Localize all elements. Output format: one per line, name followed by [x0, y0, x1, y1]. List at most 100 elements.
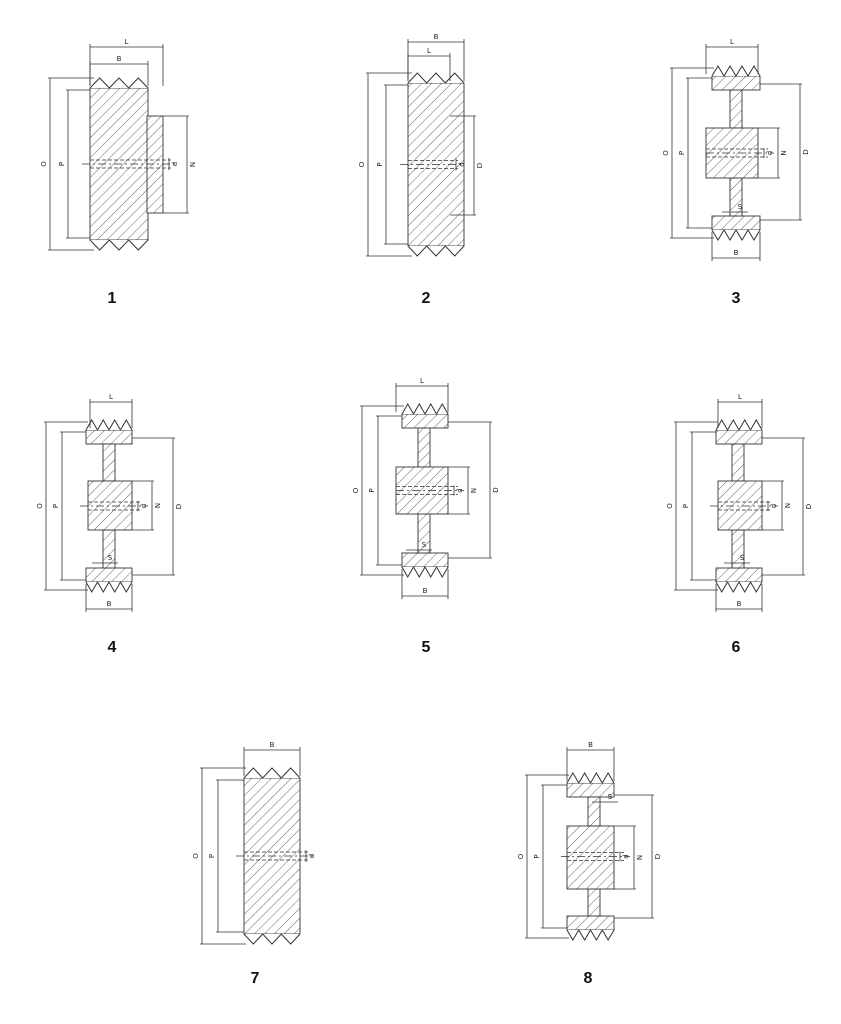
dimension-label: S: [108, 554, 113, 562]
dimension-label: N: [636, 855, 644, 860]
dimension-label: P: [208, 854, 216, 858]
dimension-label: O: [40, 161, 48, 167]
rim-bottom-section: [85, 567, 133, 583]
groove-profile: [401, 402, 449, 416]
dimension-label: P: [682, 504, 690, 508]
dimension-label: L: [738, 393, 742, 401]
dimension-label: d: [622, 854, 630, 858]
figure-number: 1: [108, 290, 117, 307]
groove-profile: [89, 239, 149, 251]
figure-number: 4: [108, 639, 117, 656]
dimension-label: P: [52, 504, 60, 508]
dimension-label: D: [492, 487, 500, 492]
web-section: [729, 89, 743, 129]
groove-profile: [89, 77, 149, 89]
dimension-label: L: [427, 47, 431, 55]
groove-profile: [243, 933, 301, 945]
dimension-label: B: [737, 600, 742, 608]
dimension-label: B: [270, 741, 275, 749]
hub-section: [146, 115, 164, 214]
dimension-label: D: [654, 854, 662, 859]
dimension-label: N: [784, 503, 792, 508]
figure-number: 8: [584, 970, 593, 987]
dimension-label: d: [458, 162, 466, 166]
groove-profile: [566, 929, 615, 941]
web-section: [587, 796, 601, 827]
figure-number: 3: [732, 290, 741, 307]
web-section: [731, 443, 745, 482]
dimension-label: P: [678, 151, 686, 155]
web-section: [102, 443, 116, 482]
dimension-label: B: [588, 741, 593, 749]
dimension-label: d: [308, 854, 316, 858]
dimension-label: N: [470, 488, 478, 493]
dimension-label: N: [189, 162, 197, 167]
dimension-label: L: [420, 377, 424, 385]
rim-bottom-section: [715, 567, 763, 583]
groove-profile: [711, 65, 761, 77]
dimension-label: S: [608, 793, 613, 801]
dimension-label: D: [476, 163, 484, 168]
rim-bottom-section: [566, 915, 615, 931]
dimension-label: D: [175, 504, 183, 509]
figure-number: 6: [732, 639, 741, 656]
figure-number: 7: [251, 970, 260, 987]
groove-profile: [407, 72, 465, 84]
groove-profile: [407, 245, 465, 257]
rim-top-section: [715, 429, 763, 445]
groove-profile: [85, 418, 133, 432]
groove-profile: [85, 580, 133, 594]
web-section: [417, 427, 431, 468]
hub-section: [87, 480, 133, 531]
dimension-label: d: [140, 504, 148, 508]
dimension-label: L: [125, 38, 129, 46]
dimension-label: O: [662, 150, 670, 156]
dimension-label: P: [376, 162, 384, 166]
dimension-label: B: [434, 33, 439, 41]
groove-profile: [715, 580, 763, 594]
dimension-label: B: [117, 55, 122, 63]
groove-profile: [401, 565, 449, 579]
web-section: [587, 888, 601, 917]
figure-number: 5: [422, 639, 431, 656]
dimension-label: d: [766, 151, 774, 155]
figure-number: 2: [422, 290, 431, 307]
dimension-label: S: [738, 203, 743, 211]
dimension-label: P: [533, 854, 541, 858]
dimension-label: P: [58, 162, 66, 166]
dimension-label: O: [517, 853, 525, 859]
dimension-label: N: [154, 503, 162, 508]
rim-bottom-section: [711, 215, 761, 231]
rim-top-section: [85, 429, 133, 445]
rim-bottom-section: [401, 552, 449, 568]
groove-profile: [243, 767, 301, 779]
groove-profile: [566, 772, 615, 784]
dimension-label: L: [109, 393, 113, 401]
rim-top-section: [711, 75, 761, 91]
dimension-label: D: [805, 504, 813, 509]
dimension-label: d: [770, 504, 778, 508]
dimension-label: P: [368, 488, 376, 492]
hub-section: [717, 480, 763, 531]
groove-profile: [715, 418, 763, 432]
dimension-label: N: [780, 150, 788, 155]
dimension-label: O: [192, 853, 200, 859]
dimension-label: d: [456, 488, 464, 492]
dimension-label: B: [734, 249, 739, 257]
web-section: [102, 529, 116, 569]
dimension-label: B: [107, 600, 112, 608]
rim-top-section: [401, 413, 449, 429]
dimension-label: O: [36, 503, 44, 509]
dimension-label: S: [740, 554, 745, 562]
web-section: [731, 529, 745, 569]
dimension-label: B: [423, 587, 428, 595]
hub-section: [566, 825, 615, 890]
